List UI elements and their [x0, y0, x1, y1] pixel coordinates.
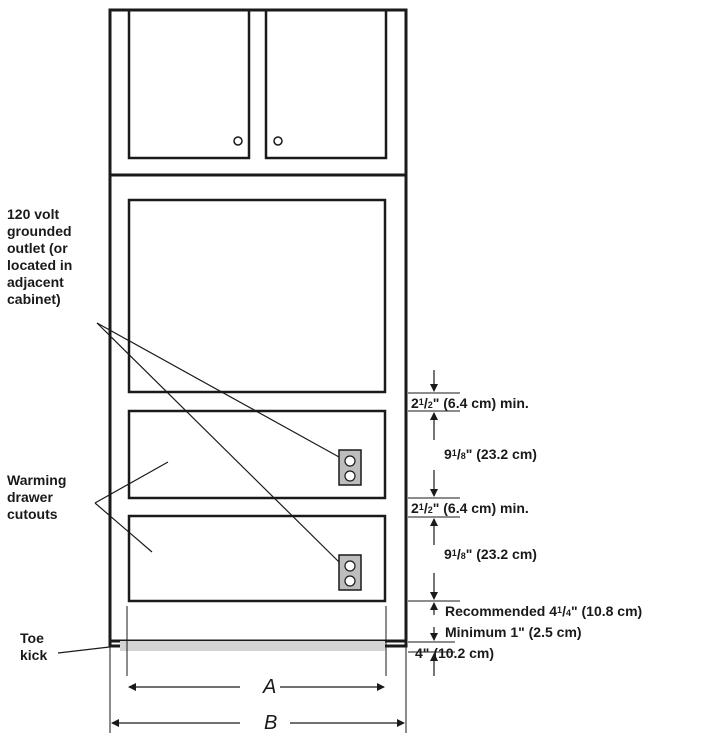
dimension-gap-middle: 21/2" (6.4 cm) min.: [411, 500, 529, 516]
outlet-icon-upper: [338, 449, 362, 486]
outlet-label: 120 volt grounded outlet (or located in …: [7, 206, 73, 307]
warming-drawer-label: Warming drawer cutouts: [7, 472, 67, 522]
dimension-minimum: Minimum 1" (2.5 cm): [445, 624, 582, 640]
dimension-a-label: A: [259, 677, 281, 697]
door-knob-right: [273, 136, 283, 146]
upper-panel: [127, 198, 387, 394]
toe-kick-label: Toe kick: [20, 630, 48, 663]
dimension-gap-upper: 21/2" (6.4 cm) min.: [411, 395, 529, 411]
dimension-b-label: B: [260, 713, 282, 733]
cabinet-outline: [108, 8, 408, 648]
outlet-icon-lower: [338, 554, 362, 591]
dimension-toe-kick: 4" (10.2 cm): [415, 645, 495, 661]
toe-kick: [120, 641, 385, 651]
dimension-drawer-lower: 91/8" (23.2 cm): [444, 546, 537, 562]
dimension-recommended: Recommended 41/4" (10.8 cm): [445, 603, 643, 619]
upper-door-right: [264, 8, 388, 160]
upper-door-left: [127, 8, 251, 160]
warming-drawer-cutout-lower: [127, 514, 387, 603]
dimension-drawer-upper: 91/8" (23.2 cm): [444, 446, 537, 462]
door-knob-left: [233, 136, 243, 146]
